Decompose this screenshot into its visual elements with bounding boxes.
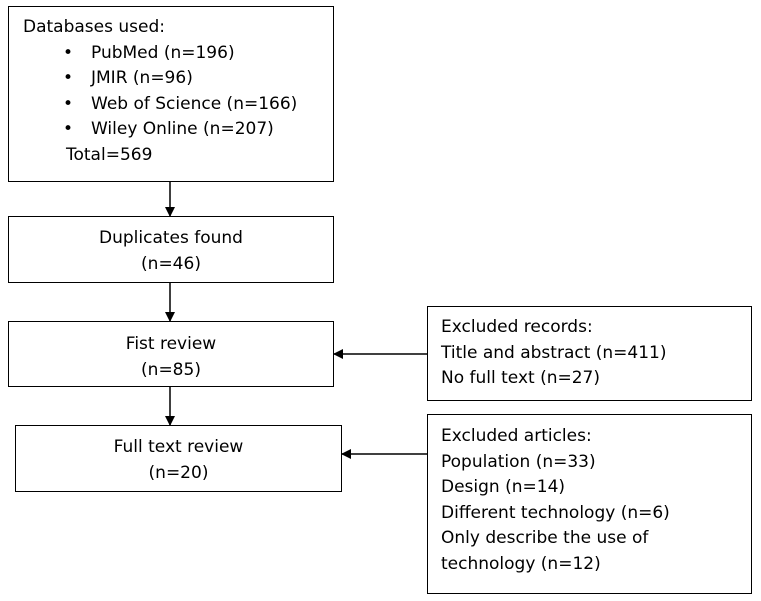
full-text-review-count: (n=20) — [148, 463, 209, 483]
databases-heading: Databases used: — [23, 17, 165, 37]
database-item-pubmed: PubMed (n=196) — [23, 41, 333, 67]
duplicates-label: Duplicates found — [99, 228, 243, 248]
excluded-records-box: Excluded records: Title and abstract (n=… — [427, 306, 752, 401]
excluded-articles-line: technology (n=12) — [441, 553, 601, 574]
database-item-web-of-science: Web of Science (n=166) — [23, 92, 333, 118]
excluded-articles-box: Excluded articles: Population (n=33) Des… — [427, 414, 752, 594]
database-item-wiley-online: Wiley Online (n=207) — [23, 117, 333, 143]
first-review-label: Fist review — [125, 334, 217, 354]
excluded-articles-line: Only describe the use of — [441, 528, 649, 548]
duplicates-box: Duplicates found (n=46) — [8, 216, 334, 283]
excluded-articles-line: Population (n=33) — [441, 451, 596, 472]
excluded-articles-line: Different technology (n=6) — [441, 502, 670, 523]
excluded-records-heading: Excluded records: — [441, 317, 593, 337]
excluded-articles-heading: Excluded articles: — [441, 426, 592, 446]
full-text-review-label: Full text review — [113, 437, 244, 457]
databases-total: Total=569 — [66, 144, 153, 165]
duplicates-count: (n=46) — [141, 254, 201, 274]
full-text-review-box: Full text review (n=20) — [15, 425, 342, 492]
excluded-articles-line: Design (n=14) — [441, 477, 566, 497]
first-review-count: (n=85) — [141, 360, 201, 380]
excluded-records-line: Title and abstract (n=411) — [441, 342, 667, 363]
excluded-records-line: No full text (n=27) — [441, 368, 601, 388]
databases-list: PubMed (n=196) JMIR (n=96) Web of Scienc… — [23, 41, 333, 143]
first-review-box: Fist review (n=85) — [8, 321, 334, 387]
database-item-jmir: JMIR (n=96) — [23, 66, 333, 92]
databases-box: Databases used: PubMed (n=196) JMIR (n=9… — [8, 6, 334, 182]
